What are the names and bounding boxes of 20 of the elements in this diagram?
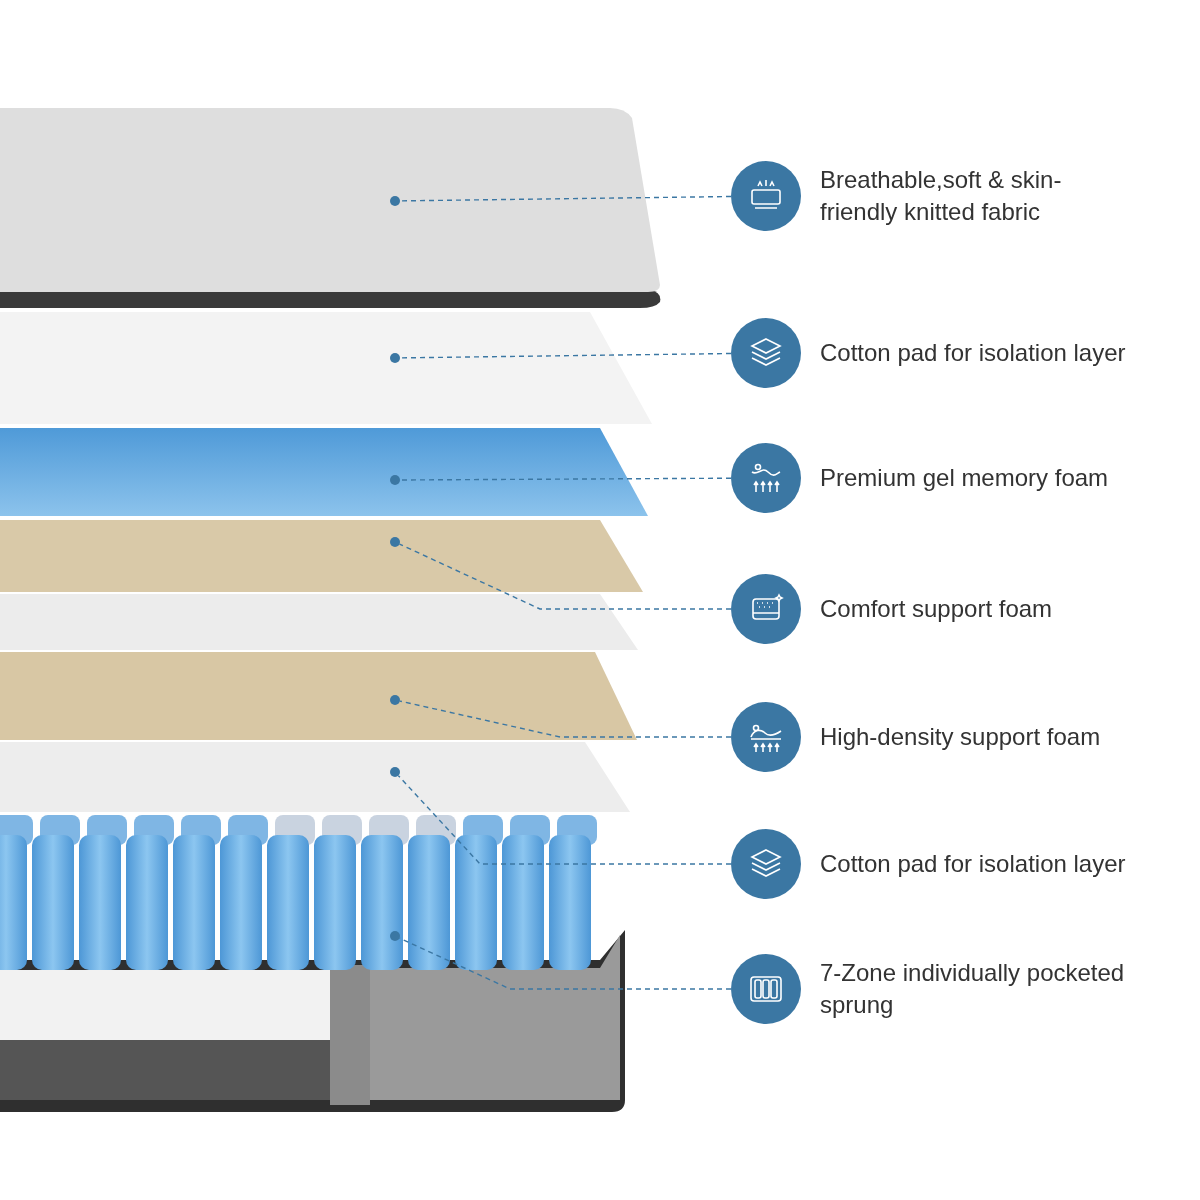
layer-description: High-density support foam bbox=[820, 722, 1102, 752]
layer-marker-dot bbox=[390, 695, 400, 705]
leader-line bbox=[397, 775, 732, 865]
layer-description: Cotton pad for isolation layer bbox=[820, 338, 1127, 368]
layer-description: Comfort support foam bbox=[820, 594, 1054, 624]
layer-marker-dot bbox=[390, 537, 400, 547]
leader-line bbox=[399, 195, 732, 202]
layer-marker-dot bbox=[390, 931, 400, 941]
layer-marker-dot bbox=[390, 353, 400, 363]
leader-line bbox=[399, 700, 732, 738]
layer-marker-dot bbox=[390, 196, 400, 206]
layer-description: Cotton pad for isolation layer bbox=[820, 849, 1127, 879]
leader-line bbox=[399, 352, 732, 359]
leader-line bbox=[398, 543, 732, 610]
layer-description: 7-Zone individually pocketed sprung bbox=[820, 958, 1126, 1020]
leader-line bbox=[399, 477, 732, 481]
layer-description: Breathable,soft & skin-friendly knitted fabric bbox=[820, 165, 1063, 227]
layer-marker-dot bbox=[390, 767, 400, 777]
layer-marker-dot bbox=[390, 475, 400, 485]
layer-description: Premium gel memory foam bbox=[820, 463, 1110, 493]
